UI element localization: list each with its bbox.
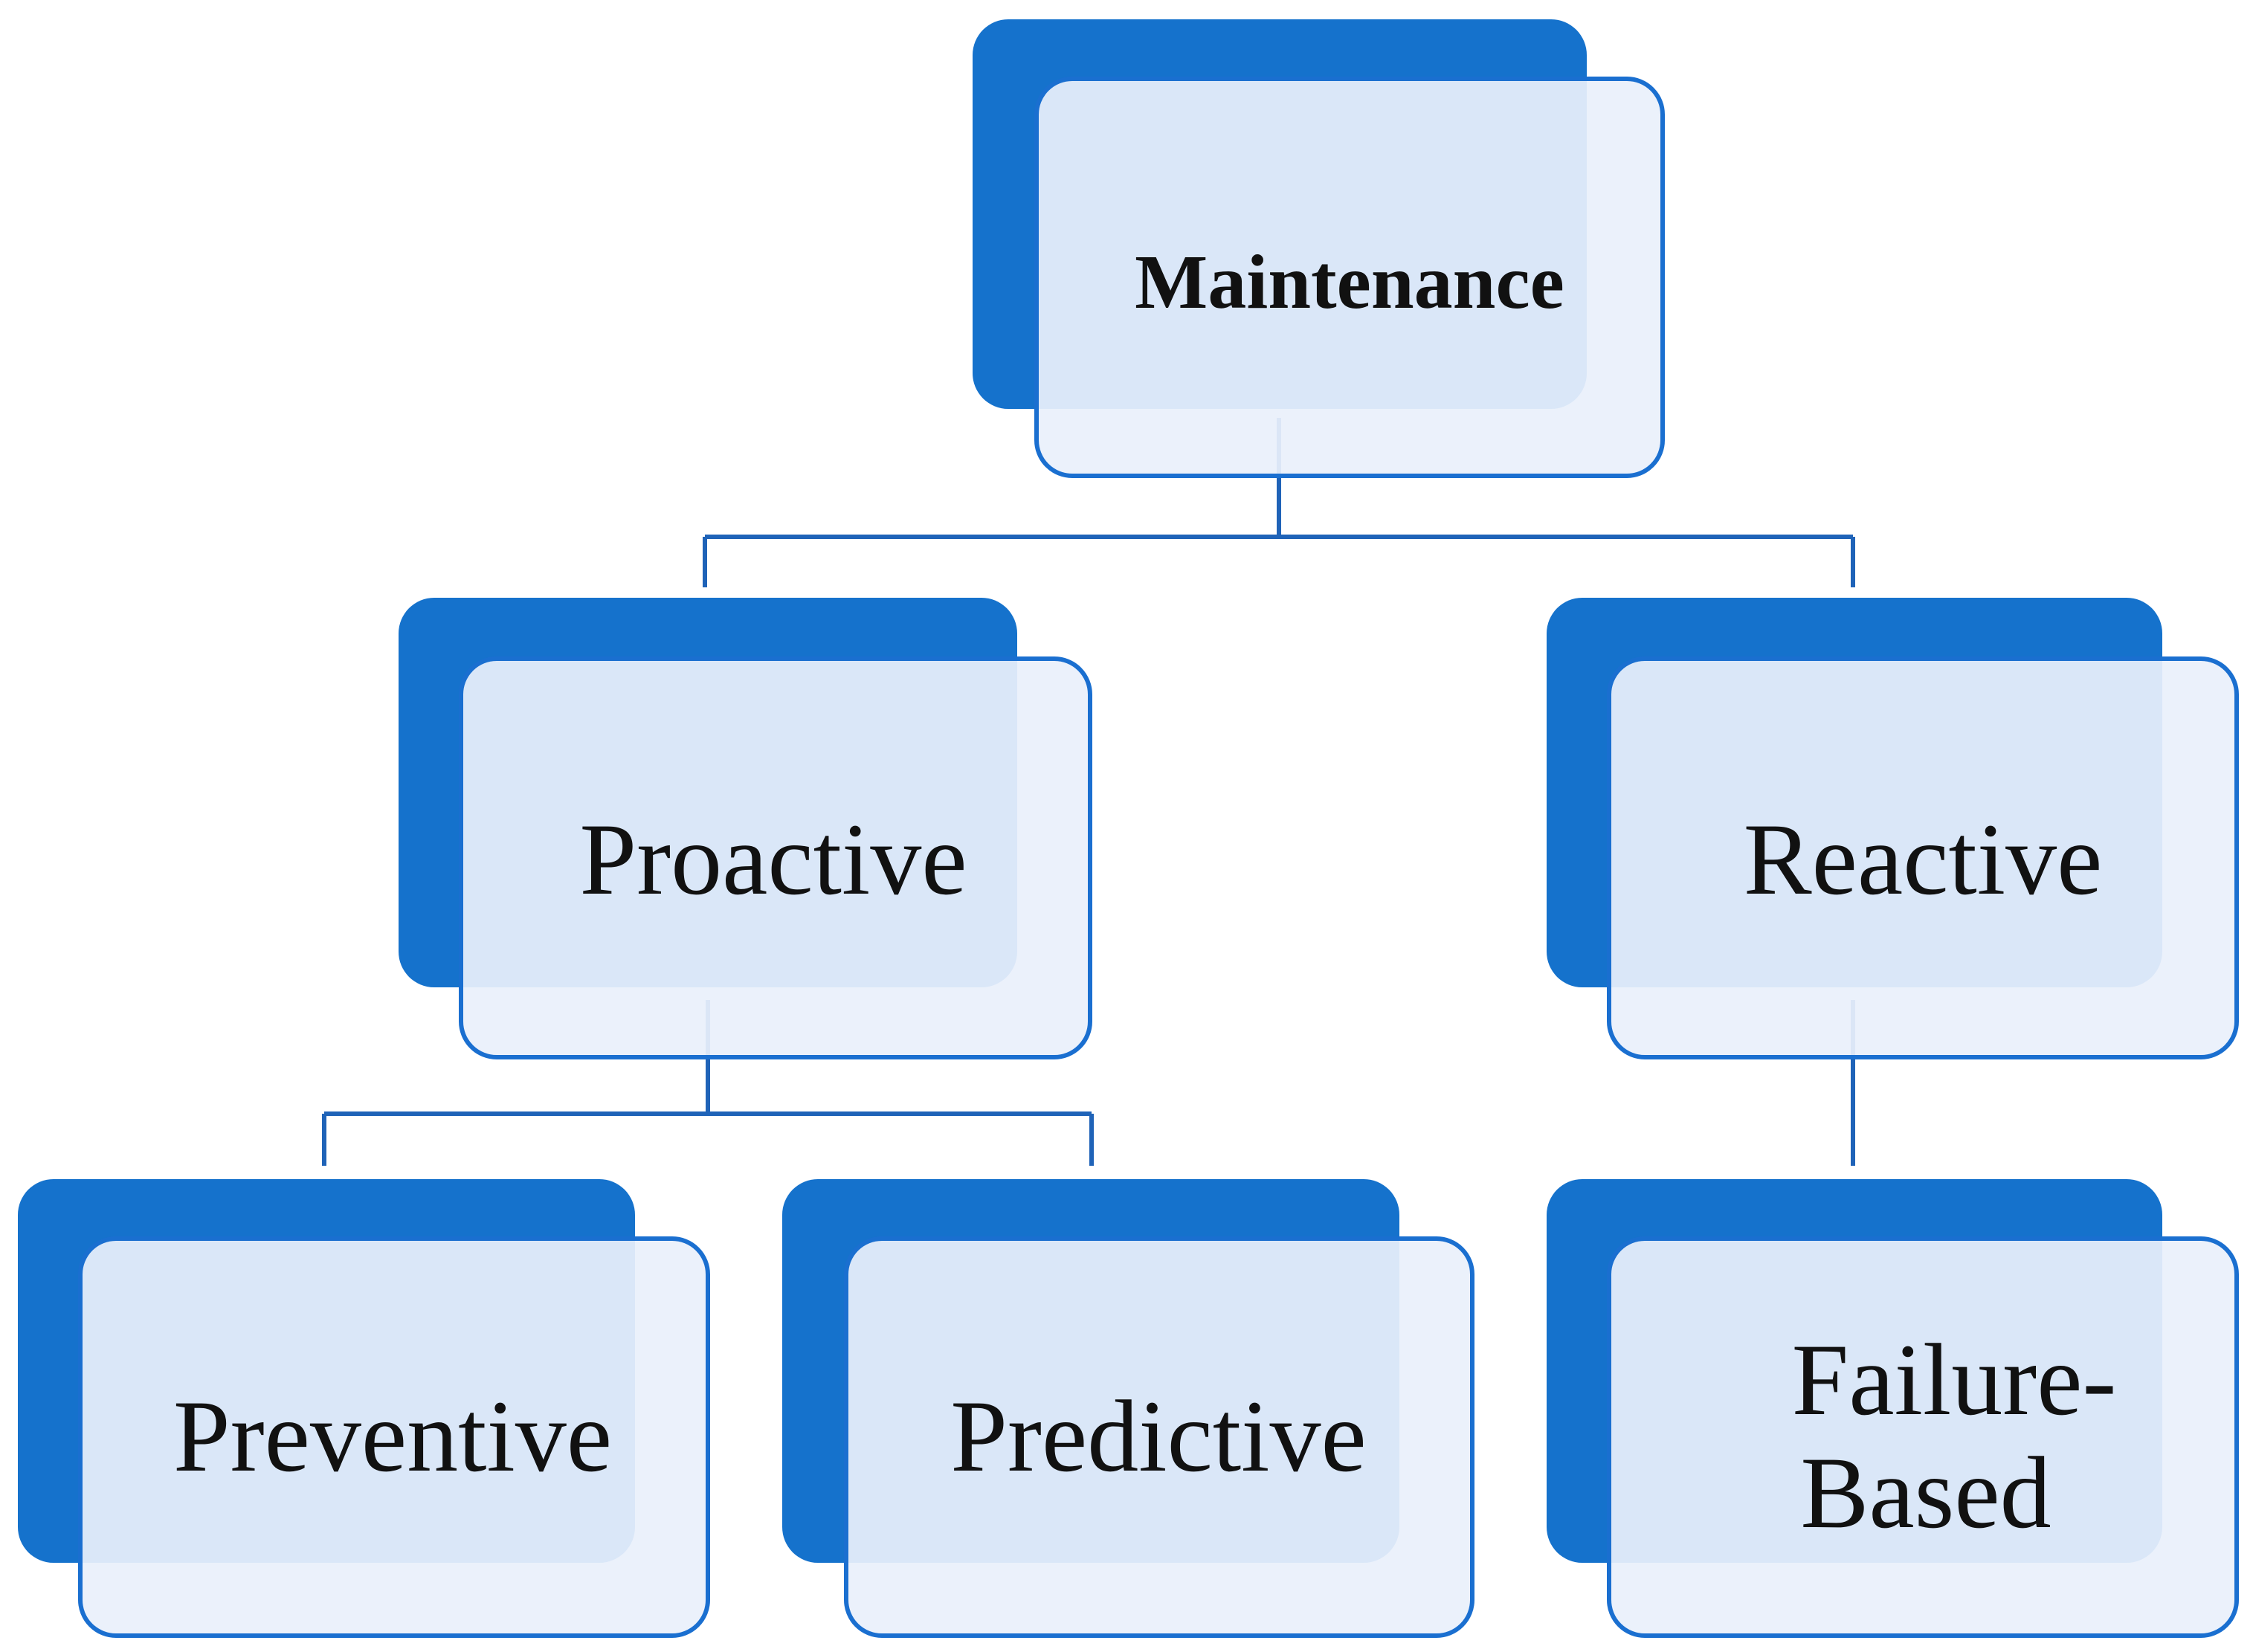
node-reactive-card bbox=[1607, 656, 2239, 1059]
node-reactive[interactable]: Reactive bbox=[1547, 598, 2239, 1059]
node-maintenance-card bbox=[1034, 77, 1665, 478]
node-failure-based-card bbox=[1607, 1236, 2239, 1638]
node-preventive-card bbox=[78, 1236, 710, 1638]
node-failure-based-label-line1: Failure- bbox=[1792, 1323, 2117, 1436]
node-maintenance-label: Maintenance bbox=[1135, 239, 1564, 325]
node-predictive[interactable]: Predictive bbox=[782, 1179, 1474, 1638]
node-predictive-label: Predictive bbox=[950, 1379, 1366, 1493]
node-proactive[interactable]: Proactive bbox=[399, 598, 1092, 1059]
node-reactive-label: Reactive bbox=[1744, 802, 2103, 916]
node-failure-based-label-line2: Based bbox=[1800, 1436, 2051, 1549]
node-maintenance[interactable]: Maintenance bbox=[973, 19, 1665, 478]
node-predictive-card bbox=[844, 1236, 1474, 1638]
node-failure-based[interactable]: Failure- Based bbox=[1547, 1179, 2239, 1638]
node-preventive[interactable]: Preventive bbox=[18, 1179, 710, 1638]
node-preventive-label: Preventive bbox=[173, 1379, 612, 1493]
node-proactive-label: Proactive bbox=[579, 802, 967, 916]
node-proactive-card bbox=[459, 656, 1092, 1059]
